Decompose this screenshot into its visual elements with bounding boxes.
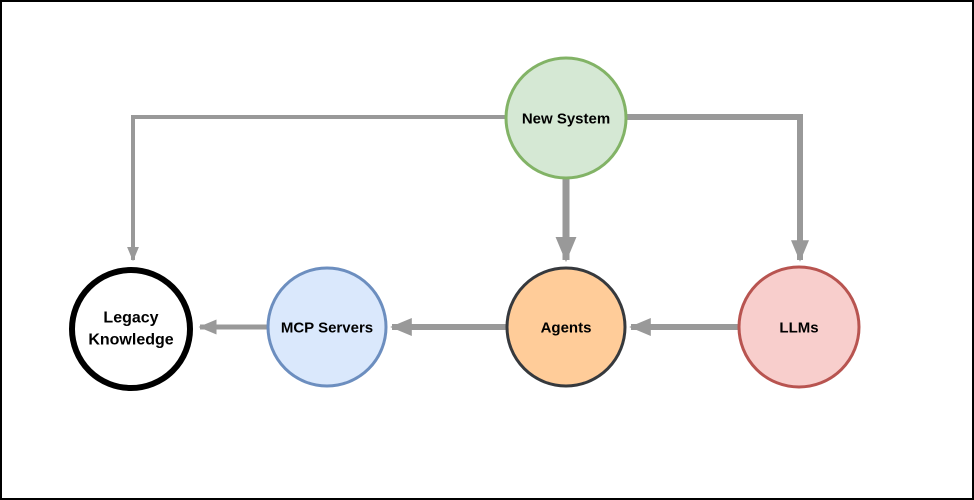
node-agents-shape (505, 266, 627, 388)
node-legacy-knowledge-label-line2: Knowledge (88, 332, 173, 349)
node-agents-label: Agents (541, 320, 592, 337)
node-new-system-label: New System (522, 111, 610, 128)
node-legacy-knowledge-label-line1: Legacy (103, 310, 158, 327)
node-llms-label: LLMs (779, 320, 818, 337)
nodes: New System Legacy Knowledge MCP Servers … (69, 56, 861, 391)
edge-new-system-to-legacy-knowledge (127, 115, 566, 262)
node-legacy-knowledge: Legacy Knowledge (69, 267, 193, 391)
node-mcp-servers-label: MCP Servers (281, 320, 373, 337)
node-new-system-shape (504, 56, 628, 180)
node-llms: LLMs (737, 265, 861, 389)
node-legacy-knowledge-shape (69, 267, 193, 391)
node-agents: Agents (505, 266, 627, 388)
edge-new-system-to-llms (566, 114, 809, 262)
edges (127, 114, 809, 336)
node-mcp-servers: MCP Servers (266, 266, 388, 388)
node-new-system: New System (504, 56, 628, 180)
node-llms-shape (737, 265, 861, 389)
node-mcp-servers-shape (266, 266, 388, 388)
